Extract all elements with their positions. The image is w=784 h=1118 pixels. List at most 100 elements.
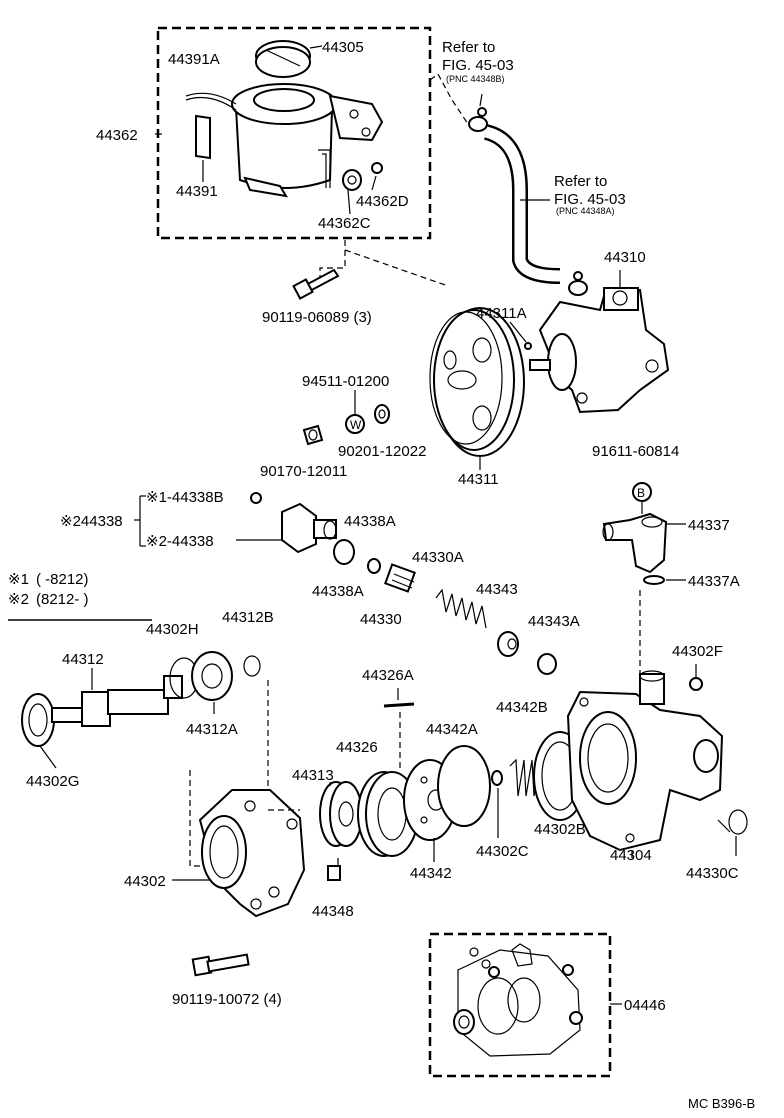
o-ring-44337A xyxy=(643,575,665,585)
screw-44338B xyxy=(250,492,262,504)
valve-44330 xyxy=(384,563,416,593)
snap-ring-44312B xyxy=(243,655,261,677)
label-44348: 44348 xyxy=(312,903,354,920)
label-44302: 44302 xyxy=(124,873,166,890)
front-housing-44302 xyxy=(198,789,306,918)
label-44391: 44391 xyxy=(176,183,218,200)
nut-90170 xyxy=(302,424,324,446)
rotor-44313 xyxy=(319,781,363,847)
label-44362: 44362 xyxy=(96,127,138,144)
note2-range: (8212- ) xyxy=(36,591,89,608)
label-44310: 44310 xyxy=(604,249,646,266)
label-90201-12022: 90201-12022 xyxy=(338,443,426,460)
label-44342: 44342 xyxy=(410,865,452,882)
washer-mark: W xyxy=(350,418,362,432)
bearing-44312A xyxy=(191,651,233,701)
valve-plug-44338 xyxy=(281,502,337,554)
label-94511-01200: 94511-01200 xyxy=(302,373,389,390)
label-44337A: 44337A xyxy=(688,573,740,590)
label-44312: 44312 xyxy=(62,651,104,668)
label-44302F: 44302F xyxy=(672,643,723,660)
snap-ring-44330C xyxy=(728,809,748,835)
label-44338A-top: 44338A xyxy=(344,513,396,530)
union-44337 xyxy=(602,512,668,574)
bolt-mark: B xyxy=(637,486,645,500)
ref2-pnc: (PNC 44348A) xyxy=(556,206,615,216)
label-44337: 44337 xyxy=(688,517,730,534)
ref2-line1: Refer to xyxy=(554,173,607,190)
label-44338: ※2-44338 xyxy=(146,533,214,550)
label-04446: 04446 xyxy=(624,997,666,1014)
label-44302G: 44302G xyxy=(26,773,79,790)
reservoir-group-box xyxy=(156,26,432,240)
o-ring-44338A-2 xyxy=(367,558,381,574)
shaft-44312 xyxy=(51,675,183,727)
label-44330C: 44330C xyxy=(686,865,739,882)
label-44305: 44305 xyxy=(322,39,364,56)
spring-44330A xyxy=(435,588,487,629)
label-90170-12011: 90170-12011 xyxy=(260,463,347,480)
label-90119-06089: 90119-06089 (3) xyxy=(262,309,372,326)
ref1-line2: FIG. 45-03 xyxy=(442,57,514,74)
label-44330: 44330 xyxy=(360,611,402,628)
o-ring-44343A xyxy=(537,653,557,675)
note1-mark: ※1 xyxy=(8,571,29,588)
bolt-mark-circle xyxy=(632,482,652,502)
bolt-90119-06089 xyxy=(292,268,340,300)
reservoir-band xyxy=(185,92,237,111)
reservoir-tank xyxy=(231,83,384,198)
label-44311: 44311 xyxy=(458,471,499,488)
reservoir-cap xyxy=(255,40,311,78)
seat-44343 xyxy=(497,631,519,657)
label-44312A: 44312A xyxy=(186,721,238,738)
label-44311A: 44311A xyxy=(476,305,527,322)
reservoir-clip xyxy=(371,162,383,174)
pulley xyxy=(429,307,525,457)
label-44313: 44313 xyxy=(292,767,334,784)
label-44362D: 44362D xyxy=(356,193,409,210)
gasket-kit-box xyxy=(428,932,612,1078)
ref1-pnc: (PNC 44348B) xyxy=(446,74,505,84)
key-44348 xyxy=(327,865,341,881)
label-44302B: 44302B xyxy=(534,821,586,838)
o-ring-44302C xyxy=(491,770,503,786)
label-44343A: 44343A xyxy=(528,613,580,630)
label-44362C: 44362C xyxy=(318,215,371,232)
label-90119-10072: 90119-10072 (4) xyxy=(172,991,282,1008)
label-44391A: 44391A xyxy=(168,51,220,68)
note1-range: ( -8212) xyxy=(36,571,89,588)
gasket-kit-parts xyxy=(453,943,583,1057)
pulley-key xyxy=(524,342,532,350)
rear-housing-44304 xyxy=(566,670,724,852)
gasket-44342A xyxy=(437,745,491,827)
label-44326: 44326 xyxy=(336,739,378,756)
label-44343: 44343 xyxy=(476,581,518,598)
o-ring-44338A-1 xyxy=(333,539,355,565)
reservoir-gasket xyxy=(195,114,211,160)
label-44302C: 44302C xyxy=(476,843,529,860)
hose-clamp-bottom xyxy=(568,271,588,296)
ref1-line1: Refer to xyxy=(442,39,495,56)
pump-assembly xyxy=(529,270,670,414)
note2-mark: ※2 xyxy=(8,591,29,608)
pin-44326A xyxy=(383,702,415,708)
ref2-line2: FIG. 45-03 xyxy=(554,191,626,208)
plug-44302F xyxy=(689,677,703,691)
label-44304: 44304 xyxy=(610,847,652,864)
label-44330A: 44330A xyxy=(412,549,464,566)
oil-seal-44302G xyxy=(21,693,55,747)
bolt-90119-10072 xyxy=(191,953,250,977)
washer-90201 xyxy=(374,404,390,424)
label-44342A: 44342A xyxy=(426,721,478,738)
diagram-id: MC B396-B xyxy=(688,1096,755,1111)
label-44342B: 44342B xyxy=(496,699,548,716)
washer-mark-circle xyxy=(345,414,365,434)
label-44338-group: ※244338 xyxy=(60,513,123,530)
label-44326A: 44326A xyxy=(362,667,414,684)
reservoir-hose xyxy=(483,124,561,284)
label-44338B: ※1-44338B xyxy=(146,489,224,506)
label-44312B: 44312B xyxy=(222,609,274,626)
label-91611-60814: 91611-60814 xyxy=(592,443,679,460)
hose-clamp-top xyxy=(468,107,488,132)
